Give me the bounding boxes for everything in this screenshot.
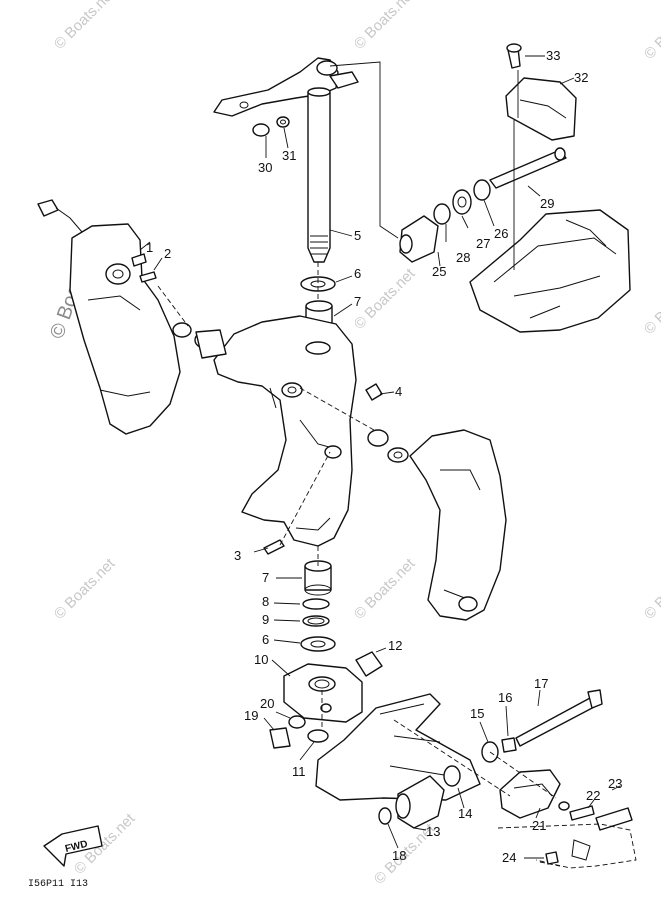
callout-14: 14 [458, 806, 472, 821]
callout-8: 8 [262, 594, 269, 609]
washer-18 [378, 807, 392, 825]
callout-6-lower: 6 [262, 632, 269, 647]
callout-7-upper: 7 [354, 294, 361, 309]
callout-32: 32 [574, 70, 588, 85]
dashed-outline-24 [497, 823, 637, 869]
fwd-label: FWD [64, 839, 89, 855]
watermark: © Boats.net [51, 0, 119, 53]
watermark: © Boats.net [641, 0, 661, 63]
washer-14 [443, 765, 461, 787]
callout-6-upper: 6 [354, 266, 361, 281]
upper-mount-assembly [399, 43, 577, 263]
bushing-11 [307, 729, 329, 743]
callout-27: 27 [476, 236, 490, 251]
nut-24 [545, 851, 559, 865]
callout-2: 2 [164, 246, 171, 261]
drawing-code: I56P11 I13 [28, 879, 88, 890]
callout-13: 13 [426, 824, 440, 839]
leader-lines [157, 61, 561, 867]
mount-bracket-21 [499, 769, 570, 819]
bolt-2 [139, 271, 157, 283]
callout-11: 11 [292, 764, 306, 779]
callout-16: 16 [498, 690, 512, 705]
swivel-bracket [213, 315, 357, 547]
callout-12: 12 [388, 638, 402, 653]
plate-23 [595, 807, 633, 831]
grommet-20 [288, 715, 306, 729]
callout-20: 20 [260, 696, 274, 711]
callout-19: 19 [244, 708, 258, 723]
callout-labels: 1 2 3 4 5 6 6 7 7 8 9 10 11 12 13 14 15 … [146, 48, 622, 865]
callout-26: 26 [494, 226, 508, 241]
steering-column [307, 87, 331, 263]
clamp-bracket-left [69, 223, 227, 435]
callout-33: 33 [546, 48, 560, 63]
trim-sensor-lead [37, 199, 83, 233]
callout-21: 21 [532, 818, 546, 833]
lower-mount-rubber [395, 775, 445, 829]
screw-3 [263, 539, 285, 555]
callout-7-lower: 7 [262, 570, 269, 585]
bolt-22 [569, 805, 595, 821]
callout-17: 17 [534, 676, 548, 691]
lower-mount-bracket [315, 693, 481, 801]
callout-5: 5 [354, 228, 361, 243]
bushing-lower [304, 560, 332, 596]
callout-10: 10 [254, 652, 268, 667]
callout-31: 31 [282, 148, 296, 163]
callout-24: 24 [502, 850, 516, 865]
callout-30: 30 [258, 160, 272, 175]
bottom-cowling-section [469, 209, 631, 333]
callout-leads [139, 55, 621, 859]
fwd-arrow-icon: FWD [43, 825, 103, 867]
grease-nipple-4 [365, 383, 383, 401]
callout-29: 29 [540, 196, 554, 211]
callout-15: 15 [470, 706, 484, 721]
callout-28: 28 [456, 250, 470, 265]
callout-22: 22 [586, 788, 600, 803]
watermark: © Boats.net [641, 270, 661, 338]
watermark: © Boats.net [51, 555, 119, 623]
callout-1: 1 [146, 240, 153, 255]
callout-18: 18 [392, 848, 406, 863]
callout-25: 25 [432, 264, 446, 279]
callout-9: 9 [262, 612, 269, 627]
washer-lower [300, 636, 336, 652]
callout-4: 4 [395, 384, 402, 399]
bolt-17 [515, 697, 597, 747]
o-ring [302, 598, 330, 610]
steering-arm [213, 57, 359, 137]
screw-1 [131, 253, 147, 267]
callout-23: 23 [608, 776, 622, 791]
cap-19 [269, 727, 291, 749]
watermark: © Boats.net [641, 555, 661, 623]
callout-3: 3 [234, 548, 241, 563]
watermark: © Boats.net [351, 0, 419, 53]
clamp-bracket-right [367, 429, 507, 621]
collar-16 [501, 737, 517, 753]
watermark: © Boats.net [351, 555, 419, 623]
steering-yoke [283, 651, 383, 723]
